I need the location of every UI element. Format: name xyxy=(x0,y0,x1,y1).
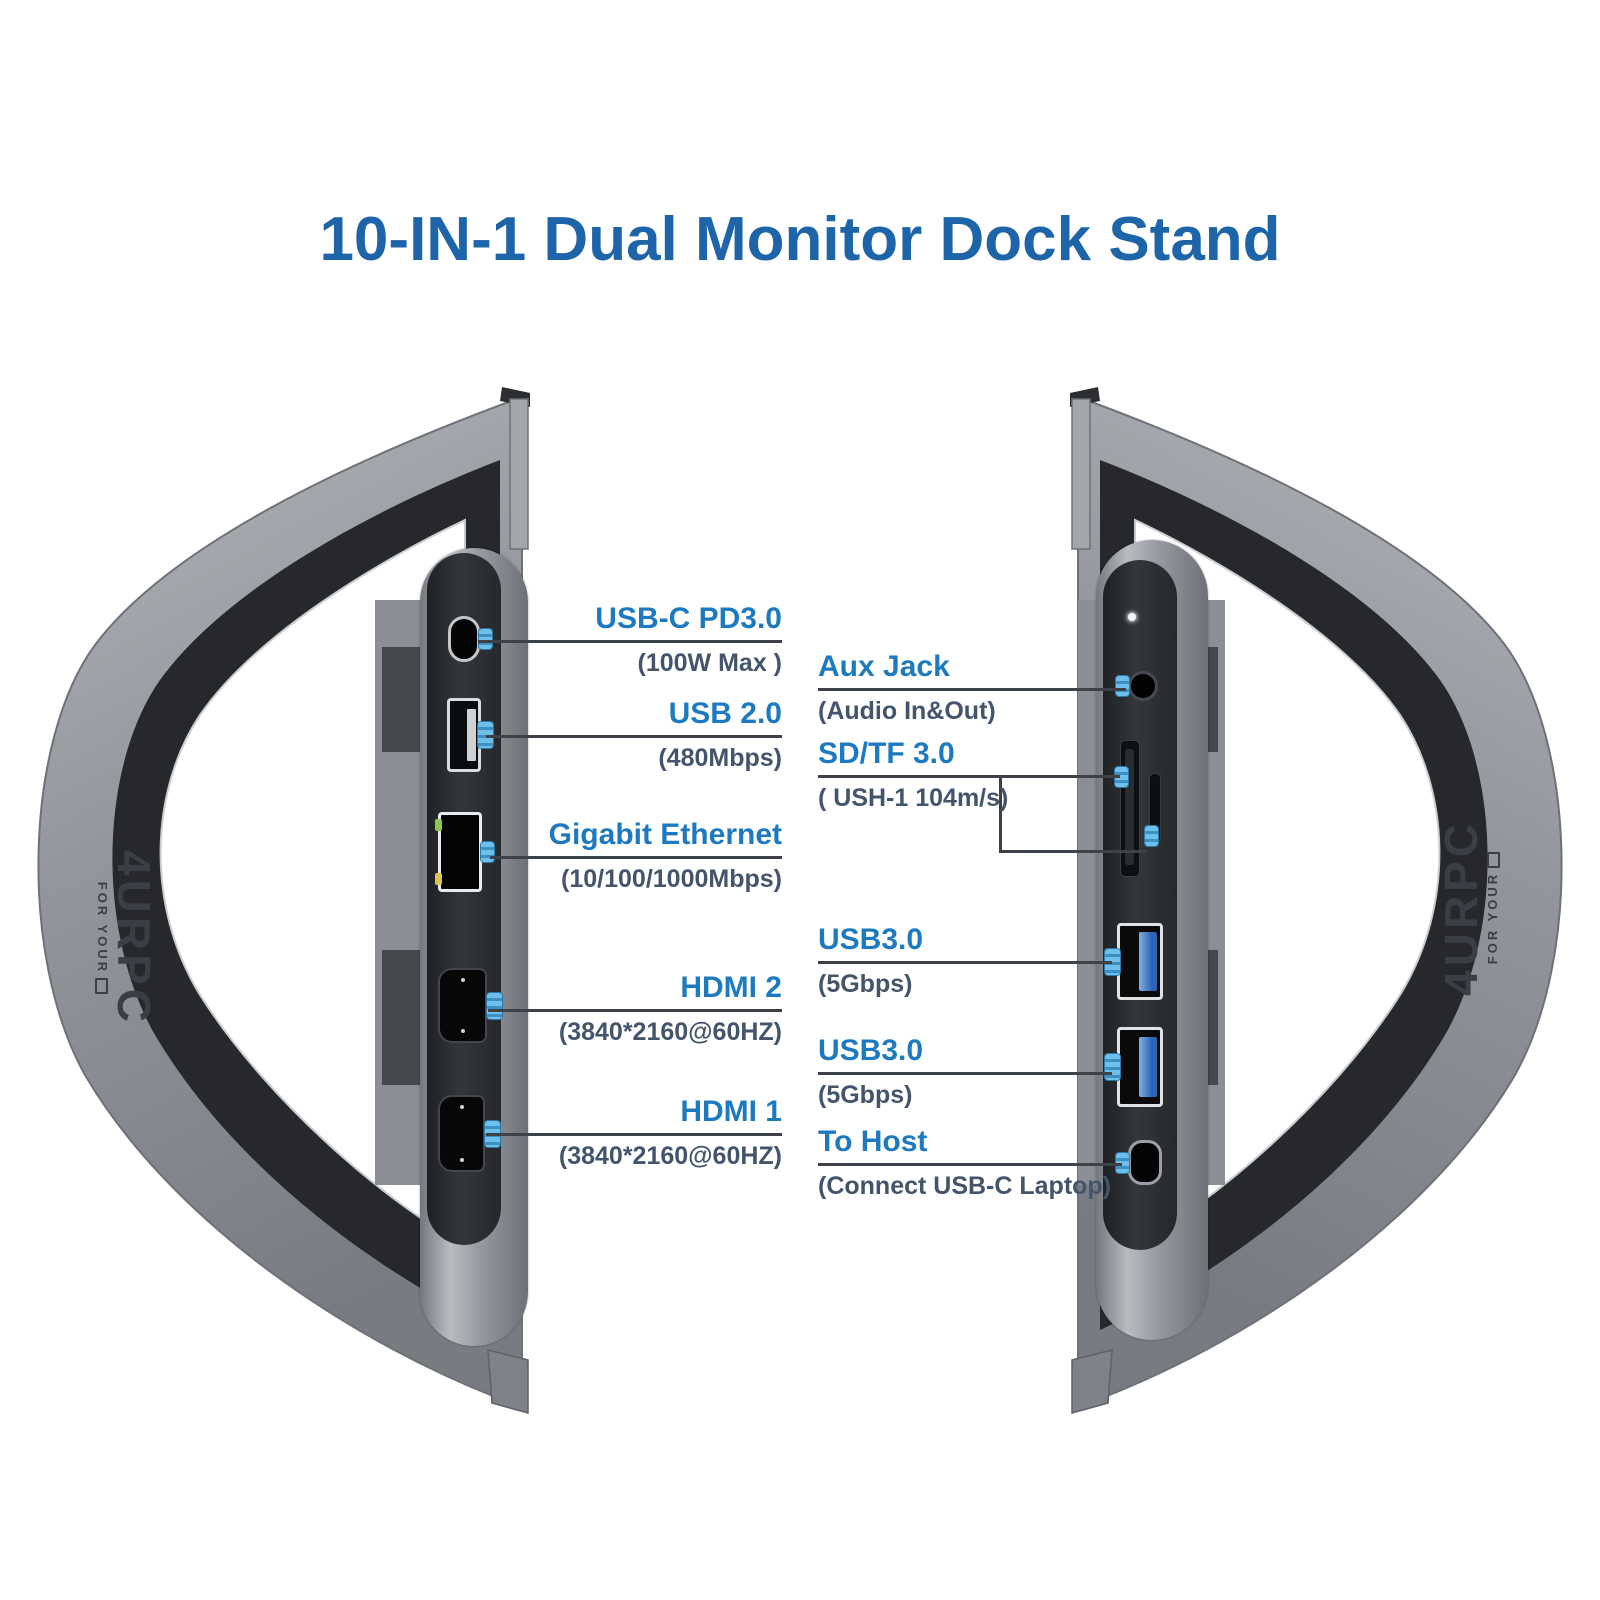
hdmi-pin-dot xyxy=(460,978,465,982)
ethernet-port xyxy=(435,812,494,892)
brand-tagline-text: FOR YOUR xyxy=(1485,871,1500,965)
callout-spec: (480Mbps) xyxy=(658,744,782,772)
callout-spec: (100W Max ) xyxy=(637,649,782,677)
right-dock xyxy=(1090,535,1212,1347)
callout-label: Gigabit Ethernet xyxy=(548,818,782,851)
callout-label: HDMI 1 xyxy=(680,1095,782,1128)
callout-branch-line xyxy=(999,775,1002,853)
callout-spec: (5Gbps) xyxy=(818,1081,913,1109)
usb-c-host-port xyxy=(1116,1140,1162,1185)
right-dock-face xyxy=(1103,560,1177,1250)
usb-3-port-2 xyxy=(1105,1027,1163,1107)
sd-card-slot xyxy=(1120,740,1140,877)
callout-line xyxy=(818,961,1112,964)
callout-label: HDMI 2 xyxy=(680,971,782,1004)
callout-label: SD/TF 3.0 xyxy=(818,737,955,770)
callout-label: USB3.0 xyxy=(818,923,924,956)
stand-bottom-foot xyxy=(1071,1349,1113,1414)
callout-line xyxy=(486,735,782,738)
usb-connector-icon xyxy=(478,722,493,748)
sd-connector-icon xyxy=(1115,767,1128,787)
callout-spec: (Audio In&Out) xyxy=(818,697,996,725)
callout-line xyxy=(818,775,1120,778)
callout-label: Aux Jack xyxy=(818,650,950,683)
callout-line xyxy=(490,856,782,859)
callout-label: To Host xyxy=(818,1125,928,1158)
laptop-icon xyxy=(94,978,108,995)
usb-connector-icon xyxy=(1105,1054,1120,1080)
stand-bottom-foot xyxy=(487,1349,529,1414)
usb-tongue xyxy=(467,709,476,761)
brand-tagline-text: FOR YOUR xyxy=(95,881,110,975)
brand-logo-left: 4URPC FOR YOUR xyxy=(62,798,160,1078)
hdmi-pin-dot xyxy=(460,1029,465,1033)
usb-c-pd-port xyxy=(448,616,492,662)
left-dock-face xyxy=(427,553,502,1245)
brand-tagline: FOR YOUR xyxy=(1485,768,1501,1048)
left-dock xyxy=(414,545,534,1350)
brand-logo-right: 4URPC FOR YOUR xyxy=(1435,768,1533,1048)
callout-line xyxy=(488,1009,782,1012)
ethernet-connector-icon xyxy=(481,842,494,862)
callout-line xyxy=(818,1163,1122,1166)
usb-c-connector-icon xyxy=(1116,1152,1129,1173)
power-led xyxy=(1128,613,1136,621)
brand-name: 4URPC xyxy=(108,850,160,1026)
callout-spec: ( USH-1 104m/s) xyxy=(818,784,1009,812)
aux-jack-port xyxy=(1116,674,1155,698)
aux-connector-icon xyxy=(1116,676,1129,696)
callout-label: USB 2.0 xyxy=(668,697,782,730)
callout-spec: (3840*2160@60HZ) xyxy=(558,1018,782,1046)
callout-branch-line xyxy=(999,850,1147,853)
hdmi-1-port xyxy=(438,1095,500,1172)
left-stand-frame xyxy=(37,387,530,1414)
ethernet-led-green xyxy=(435,819,442,831)
left-stand xyxy=(37,387,530,1414)
callout-label: USB-C PD3.0 xyxy=(595,602,782,635)
stand-top-foot xyxy=(509,398,529,550)
brand-name: 4URPC xyxy=(1435,820,1487,996)
page-title: 10-IN-1 Dual Monitor Dock Stand xyxy=(319,205,1281,274)
usb-3-port-1 xyxy=(1105,923,1163,1000)
brand-tagline: FOR YOUR xyxy=(94,798,110,1078)
hdmi-connector-icon xyxy=(487,992,502,1019)
callout-line xyxy=(818,1072,1112,1075)
sd-card-edge xyxy=(1124,749,1135,866)
usb3-tongue xyxy=(1139,1036,1157,1098)
callout-line xyxy=(486,1133,782,1136)
usb-2-port xyxy=(447,698,493,772)
ethernet-led-amber xyxy=(435,873,442,885)
callout-spec: (3840*2160@60HZ) xyxy=(558,1142,782,1170)
hdmi-pin-dot xyxy=(459,1105,464,1109)
callout-label: USB3.0 xyxy=(818,1034,924,1067)
callout-spec: (5Gbps) xyxy=(818,970,913,998)
callout-line xyxy=(478,640,782,643)
usb-c-connector-icon xyxy=(479,629,492,649)
usb-connector-icon xyxy=(1105,948,1120,975)
callout-spec: (10/100/1000Mbps) xyxy=(561,865,782,893)
callout-spec: (Connect USB-C Laptop) xyxy=(818,1172,1112,1200)
tf-connector-icon xyxy=(1145,826,1158,846)
usb3-tongue xyxy=(1139,932,1157,991)
laptop-icon xyxy=(1487,851,1501,868)
stand-top-foot xyxy=(1071,398,1091,550)
hdmi-2-port xyxy=(438,968,502,1043)
callout-line xyxy=(818,688,1126,691)
hdmi-pin-dot xyxy=(459,1158,464,1162)
